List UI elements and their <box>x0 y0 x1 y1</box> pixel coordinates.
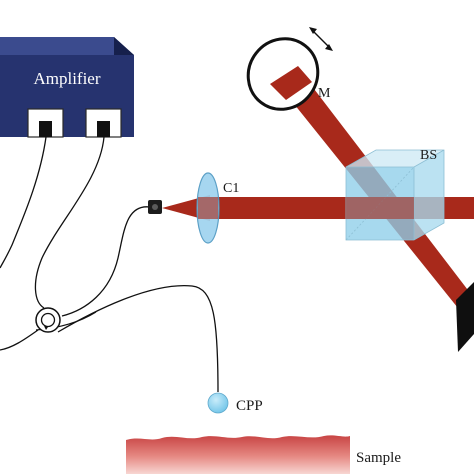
bs-outline <box>345 149 445 241</box>
cable-left-port <box>0 136 47 269</box>
beam-splitter-label: BS <box>420 148 437 163</box>
mirror <box>246 27 333 111</box>
amplifier: Amplifier <box>0 37 134 138</box>
fiber-from-coupler-to-left <box>0 329 39 351</box>
fiber-cables <box>0 136 219 393</box>
mirror-adjust-arrowhead-bottom <box>325 44 333 51</box>
fiber-to-coupler-from-collimator <box>61 206 151 317</box>
cpp-probe <box>207 392 229 414</box>
sample-label: Sample <box>356 450 401 466</box>
fiber-collimator <box>148 200 162 214</box>
amplifier-port-right-socket <box>97 121 110 137</box>
coupler-inner-ring <box>40 312 56 328</box>
cpp-label: CPP <box>236 398 263 414</box>
mirror-beam-spot <box>270 66 312 100</box>
coupler-arrow-icon <box>44 326 48 330</box>
fiber-from-coupler-to-probe <box>57 285 219 393</box>
fiber-coupler <box>35 307 61 333</box>
sample <box>126 435 350 474</box>
target-block <box>456 282 474 352</box>
mirror-label: M <box>318 86 331 101</box>
mirror-body <box>246 37 320 111</box>
bs-right-face <box>414 150 444 240</box>
coupler-outer-ring <box>35 307 61 333</box>
amplifier-port-left-socket <box>39 121 52 137</box>
lens-label: C1 <box>223 181 239 196</box>
mirror-adjust-arrow-icon <box>311 29 331 49</box>
beam-through-lens <box>198 197 218 219</box>
amplifier-label: Amplifier <box>33 69 100 88</box>
mirror-adjust-arrowhead-top <box>309 27 317 34</box>
beam-in-bs-horizontal <box>346 197 414 219</box>
bs-top-face <box>346 150 444 167</box>
cable-right-port <box>34 136 105 309</box>
amplifier-top-face <box>0 37 134 55</box>
beam-splitter <box>346 150 444 240</box>
collimator-lens-icon <box>152 204 158 210</box>
